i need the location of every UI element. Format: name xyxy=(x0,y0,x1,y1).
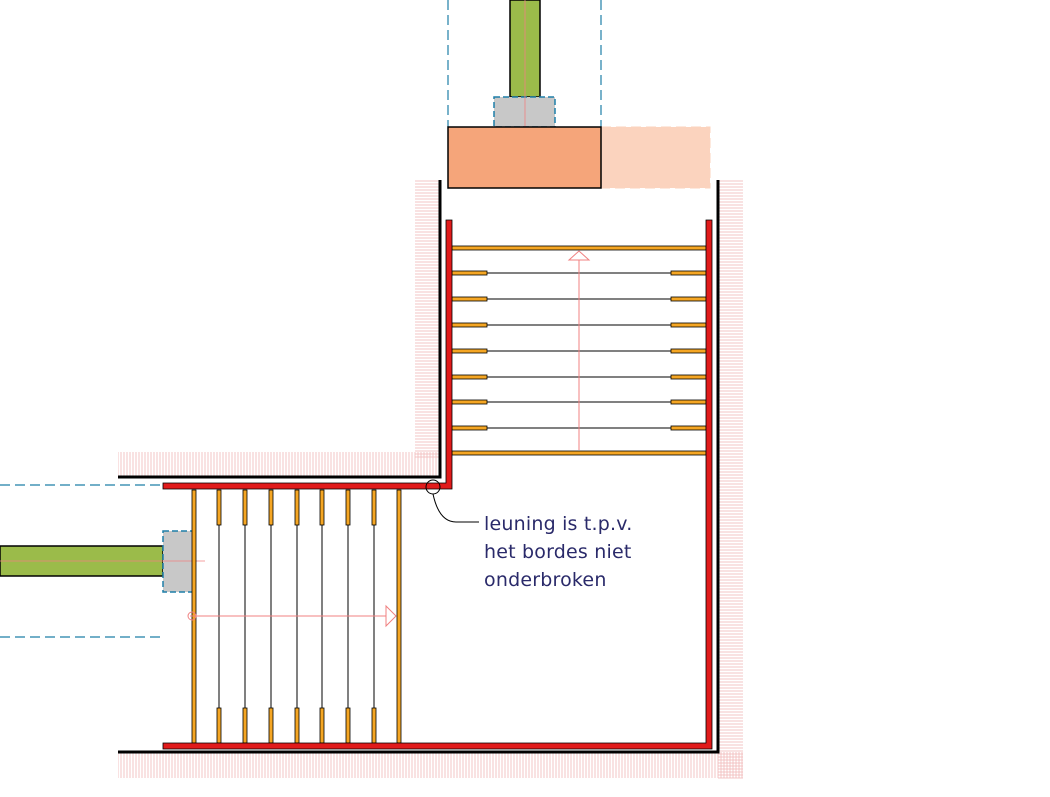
left-column xyxy=(0,484,205,638)
annotation-line-1: leuning is t.p.v. xyxy=(484,513,633,535)
circle-marker-icon xyxy=(187,611,197,621)
annotation-line-3: onderbroken xyxy=(484,569,607,591)
railing xyxy=(162,219,713,750)
arrow-up-icon xyxy=(567,250,591,450)
wall-hatching xyxy=(118,180,743,780)
arrow-right-icon xyxy=(187,604,397,628)
annotation: leuning is t.p.v. het bordes niet onderb… xyxy=(425,479,633,591)
annotation-line-2: het bordes niet xyxy=(484,541,632,563)
upper-column xyxy=(447,0,602,130)
beam-block xyxy=(447,126,711,189)
walls xyxy=(118,180,720,754)
